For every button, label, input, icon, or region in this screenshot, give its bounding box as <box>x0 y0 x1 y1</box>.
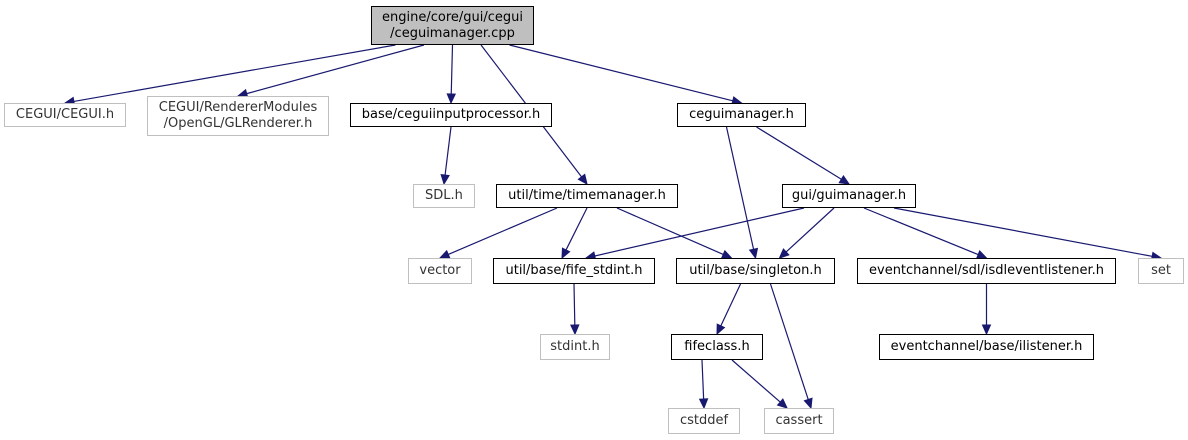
arrowhead-icon <box>716 323 726 336</box>
edge-guimanager-to-isdlevent <box>863 207 988 259</box>
edge-ceguimanager_h-to-singleton <box>725 126 759 260</box>
node-cassert: cassert <box>764 408 834 434</box>
edge-line <box>785 207 835 253</box>
edge-timemanager-to-fife_stdint <box>561 207 588 260</box>
edge-line <box>720 283 742 327</box>
edge-guimanager-to-set <box>893 207 1163 261</box>
edge-timemanager-to-vector <box>438 207 558 259</box>
node-glrenderer: CEGUI/RendererModules /OpenGL/GLRenderer… <box>147 96 329 136</box>
node-timemanager[interactable]: util/time/timemanager.h <box>496 184 678 208</box>
node-stdint: stdint.h <box>540 334 610 360</box>
arrowhead-icon <box>981 324 992 336</box>
edge-fife_stdint-to-stdint <box>570 283 580 336</box>
edge-line <box>756 126 842 180</box>
arrowhead-icon <box>561 247 571 260</box>
edge-line <box>731 359 781 403</box>
edge-line <box>573 283 576 326</box>
node-cegui-h: CEGUI/CEGUI.h <box>4 103 126 127</box>
edge-line <box>73 44 396 103</box>
node-vector: vector <box>408 258 472 284</box>
node-fife-stdint[interactable]: util/base/fife_stdint.h <box>493 258 655 284</box>
node-guimanager[interactable]: gui/guimanager.h <box>782 184 916 208</box>
node-ceguimanager-h[interactable]: ceguimanager.h <box>677 103 806 127</box>
edge-timemanager-to-singleton <box>616 207 733 259</box>
edge-line <box>246 44 425 95</box>
arrowhead-icon <box>720 249 733 259</box>
edge-root-to-ceguimanager_h <box>509 44 743 106</box>
arrowhead-icon <box>776 398 788 409</box>
arrowhead-icon <box>446 93 457 105</box>
node-singleton[interactable]: util/base/singleton.h <box>676 258 835 284</box>
edge-singleton-to-fifeclass <box>716 283 742 336</box>
edge-line <box>893 207 1153 257</box>
edge-line <box>701 359 705 400</box>
edge-line <box>594 207 805 257</box>
arrowhead-icon <box>577 173 588 185</box>
edge-guimanager-to-singleton <box>778 207 835 259</box>
arrowhead-icon <box>440 173 450 186</box>
edge-line <box>565 207 588 251</box>
edge-isdlevent-to-ilistener <box>981 284 992 336</box>
edge-root-to-glrenderer <box>236 44 425 99</box>
edge-inputproc-to-sdl_h <box>440 126 452 186</box>
edge-line <box>863 207 979 256</box>
edge-line <box>444 126 452 176</box>
arrowhead-icon <box>778 248 790 259</box>
edge-line <box>769 283 809 400</box>
edge-root-to-inputproc <box>446 44 457 105</box>
edge-singleton-to-cassert <box>769 283 813 410</box>
arrowhead-icon <box>748 247 759 260</box>
arrowhead-icon <box>838 174 851 185</box>
node-ilistener[interactable]: eventchannel/base/ilistener.h <box>879 334 1094 360</box>
edge-line <box>509 44 733 102</box>
node-set: set <box>1138 258 1184 284</box>
arrowhead-icon <box>803 397 813 410</box>
edge-ceguimanager_h-to-guimanager <box>756 126 851 185</box>
edge-line <box>450 44 454 95</box>
edge-line <box>725 126 755 250</box>
node-inputprocessor[interactable]: base/ceguiinputprocessor.h <box>350 103 552 127</box>
node-isdleventlistener[interactable]: eventchannel/sdl/isdleventlistener.h <box>857 258 1116 284</box>
edge-guimanager-to-fife_stdint <box>584 207 805 261</box>
edge-line <box>616 207 724 255</box>
edge-fifeclass-to-cassert <box>731 359 788 409</box>
node-fifeclass[interactable]: fifeclass.h <box>671 334 763 360</box>
edge-line <box>448 207 558 256</box>
edge-fifeclass-to-cstddef <box>698 359 709 410</box>
node-sdl-h: SDL.h <box>413 184 475 208</box>
node-root: engine/core/gui/cegui /ceguimanager.cpp <box>371 6 534 45</box>
arrowhead-icon <box>570 324 580 336</box>
arrowhead-icon <box>698 398 709 410</box>
node-cstddef: cstddef <box>668 408 740 434</box>
